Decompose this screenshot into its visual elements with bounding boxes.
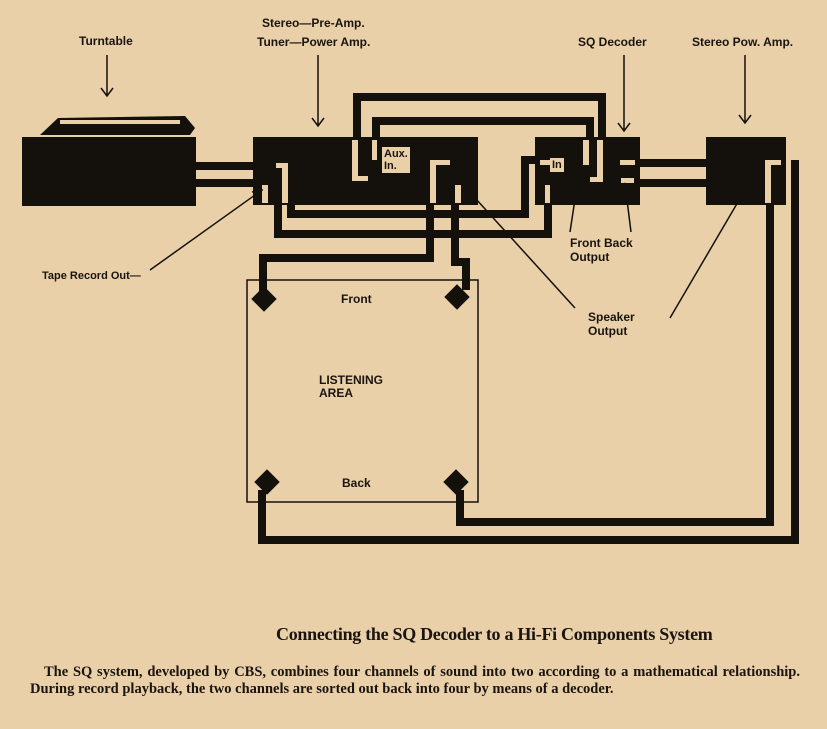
power-amp-label: Stereo Pow. Amp. (692, 35, 794, 49)
aux-in-line1: Aux. (384, 148, 408, 160)
preamp-box (253, 137, 478, 205)
back-label: Back (342, 476, 371, 490)
speaker-front-right (444, 284, 470, 310)
speaker-output-line1: Speaker (588, 310, 635, 324)
front-back-output-line1: Front Back (570, 236, 633, 250)
front-label: Front (341, 292, 372, 306)
preamp-label-line1: Stereo—Pre-Amp. (262, 16, 365, 30)
title-arrows (100, 55, 752, 133)
sq-decoder-label: SQ Decoder (578, 35, 647, 49)
caption-body: The SQ system, developed by CBS, combine… (30, 664, 800, 697)
audio-cables (196, 93, 799, 544)
speaker-output-line2: Output (588, 324, 628, 338)
listening-area-line1: LISTENING (319, 373, 384, 387)
decoder-in-label: In (550, 158, 564, 172)
aux-in-line2: In. (384, 160, 397, 172)
speaker-back-right (443, 469, 469, 495)
preamp-label-line2: Tuner—Power Amp. (257, 35, 371, 49)
speaker-front-left (251, 286, 277, 312)
jack-notches (262, 140, 781, 203)
front-back-output-line2: Output (570, 250, 610, 264)
listening-area-line2: AREA (319, 386, 354, 400)
tape-record-out-label: Tape Record Out— (42, 270, 141, 282)
aux-in-label: Aux.In. (382, 147, 410, 173)
speaker-back-left (254, 469, 280, 495)
caption-title: Connecting the SQ Decoder to a Hi-Fi Com… (276, 624, 713, 644)
turntable-device (22, 116, 196, 206)
power-amp-box (706, 137, 786, 205)
listening-area (246, 279, 479, 503)
pointer-lines (149, 182, 746, 319)
turntable-label: Turntable (79, 34, 133, 48)
speakers (251, 284, 470, 495)
